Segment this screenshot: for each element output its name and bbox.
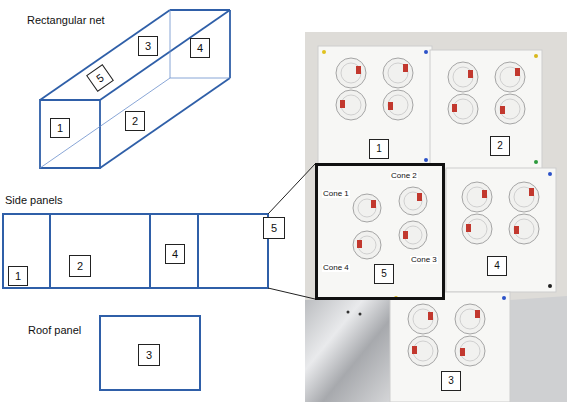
panel-number: 3: [138, 344, 160, 366]
panel-number: 4: [165, 244, 185, 264]
foil: [305, 296, 392, 402]
pin: [322, 50, 326, 54]
cone: [399, 187, 427, 215]
cone-ring: [358, 236, 376, 254]
red-mark: [403, 231, 408, 239]
framed-cones: [353, 187, 427, 259]
photo-panel: [390, 292, 510, 402]
panel-divider: [197, 214, 199, 288]
cone-ring: [404, 192, 422, 210]
net-edge: [40, 100, 100, 168]
cone-label: Cone 3: [410, 256, 438, 264]
panel-number-text: 2: [132, 116, 138, 127]
panel-number: 2: [490, 136, 510, 156]
panel-number-text: 4: [197, 43, 203, 54]
pins: [322, 50, 552, 316]
panel-number: 1: [50, 118, 70, 138]
figure-label: Side panels: [5, 194, 63, 206]
cone-ring: [358, 199, 376, 217]
figure-label: Roof panel: [28, 324, 81, 336]
panel-number: 1: [8, 266, 28, 286]
zoom-leader: [268, 288, 315, 299]
zoom-frame: Cone 1 Cone 2 Cone 3 Cone 4 5: [315, 163, 445, 300]
cone-label: Cone 2: [390, 172, 418, 180]
cone-label: Cone 1: [322, 190, 350, 198]
net-edge: [170, 9, 230, 11]
pin: [347, 311, 350, 314]
panel-number: 5: [374, 264, 394, 284]
pin: [548, 172, 552, 176]
figure-label: Rectangular net: [27, 14, 105, 26]
panel-number: 5: [263, 217, 285, 239]
pin: [534, 54, 538, 58]
cone-pairs: [408, 304, 485, 366]
panel-divider: [149, 214, 151, 288]
panel-number-text: 2: [497, 141, 503, 151]
pin: [424, 158, 428, 162]
panel-number-text: 1: [376, 144, 382, 154]
net-wireframe: [40, 10, 230, 168]
panel-number: 5: [86, 64, 114, 92]
cone: [353, 231, 381, 259]
panel-number-text: 2: [77, 261, 83, 272]
cone-label: Cone 4: [322, 264, 350, 272]
cone: [353, 194, 381, 222]
panel-number: 4: [190, 38, 210, 58]
pin: [502, 296, 506, 300]
pin: [534, 160, 538, 164]
panel-number: 2: [125, 111, 145, 131]
panel-number: 3: [138, 36, 158, 56]
pin: [424, 50, 428, 54]
cone: [399, 221, 427, 249]
panel-number-text: 3: [448, 376, 454, 386]
cone-pairs: [448, 62, 525, 124]
net-edge: [229, 10, 231, 78]
zoom-leader: [268, 164, 315, 214]
hidden-edge: [170, 10, 171, 78]
photo-wall: [305, 32, 567, 402]
panel-number-text: 1: [57, 123, 63, 134]
panel-number-text: 4: [172, 249, 178, 260]
panel-number: 4: [487, 256, 507, 276]
photo-panel: [446, 168, 556, 292]
panel-number: 1: [369, 139, 389, 159]
photo-panel: [318, 46, 432, 168]
panel-number: 2: [69, 255, 91, 277]
panel-number-text: 1: [15, 271, 21, 282]
panel-divider: [49, 214, 51, 288]
panel-number-text: 5: [271, 223, 277, 234]
panel-number-text: 3: [145, 41, 151, 52]
side-panels-strip: [3, 214, 268, 288]
roof-panel-outline: [100, 316, 200, 390]
net-edge: [100, 10, 230, 100]
panel-number-text: 5: [94, 72, 105, 85]
photo-panel: [430, 50, 542, 170]
red-mark: [417, 193, 422, 201]
cone-ring: [404, 226, 422, 244]
strip-outline: [3, 214, 268, 288]
hidden-edge: [40, 78, 170, 168]
photo-panel: [317, 165, 443, 298]
panel-number-text: 3: [146, 350, 152, 361]
cone-pairs: [336, 58, 413, 120]
red-mark: [371, 200, 376, 208]
panel-number-text: 5: [381, 269, 387, 279]
red-mark: [357, 240, 362, 248]
net-edge: [100, 78, 230, 168]
panel-number: 3: [441, 371, 461, 391]
pin: [359, 313, 362, 316]
cone-pairs: [462, 182, 539, 244]
foil: [510, 296, 567, 402]
pin: [548, 284, 552, 288]
hidden-edge: [170, 78, 230, 79]
panel-number-text: 4: [494, 261, 500, 271]
